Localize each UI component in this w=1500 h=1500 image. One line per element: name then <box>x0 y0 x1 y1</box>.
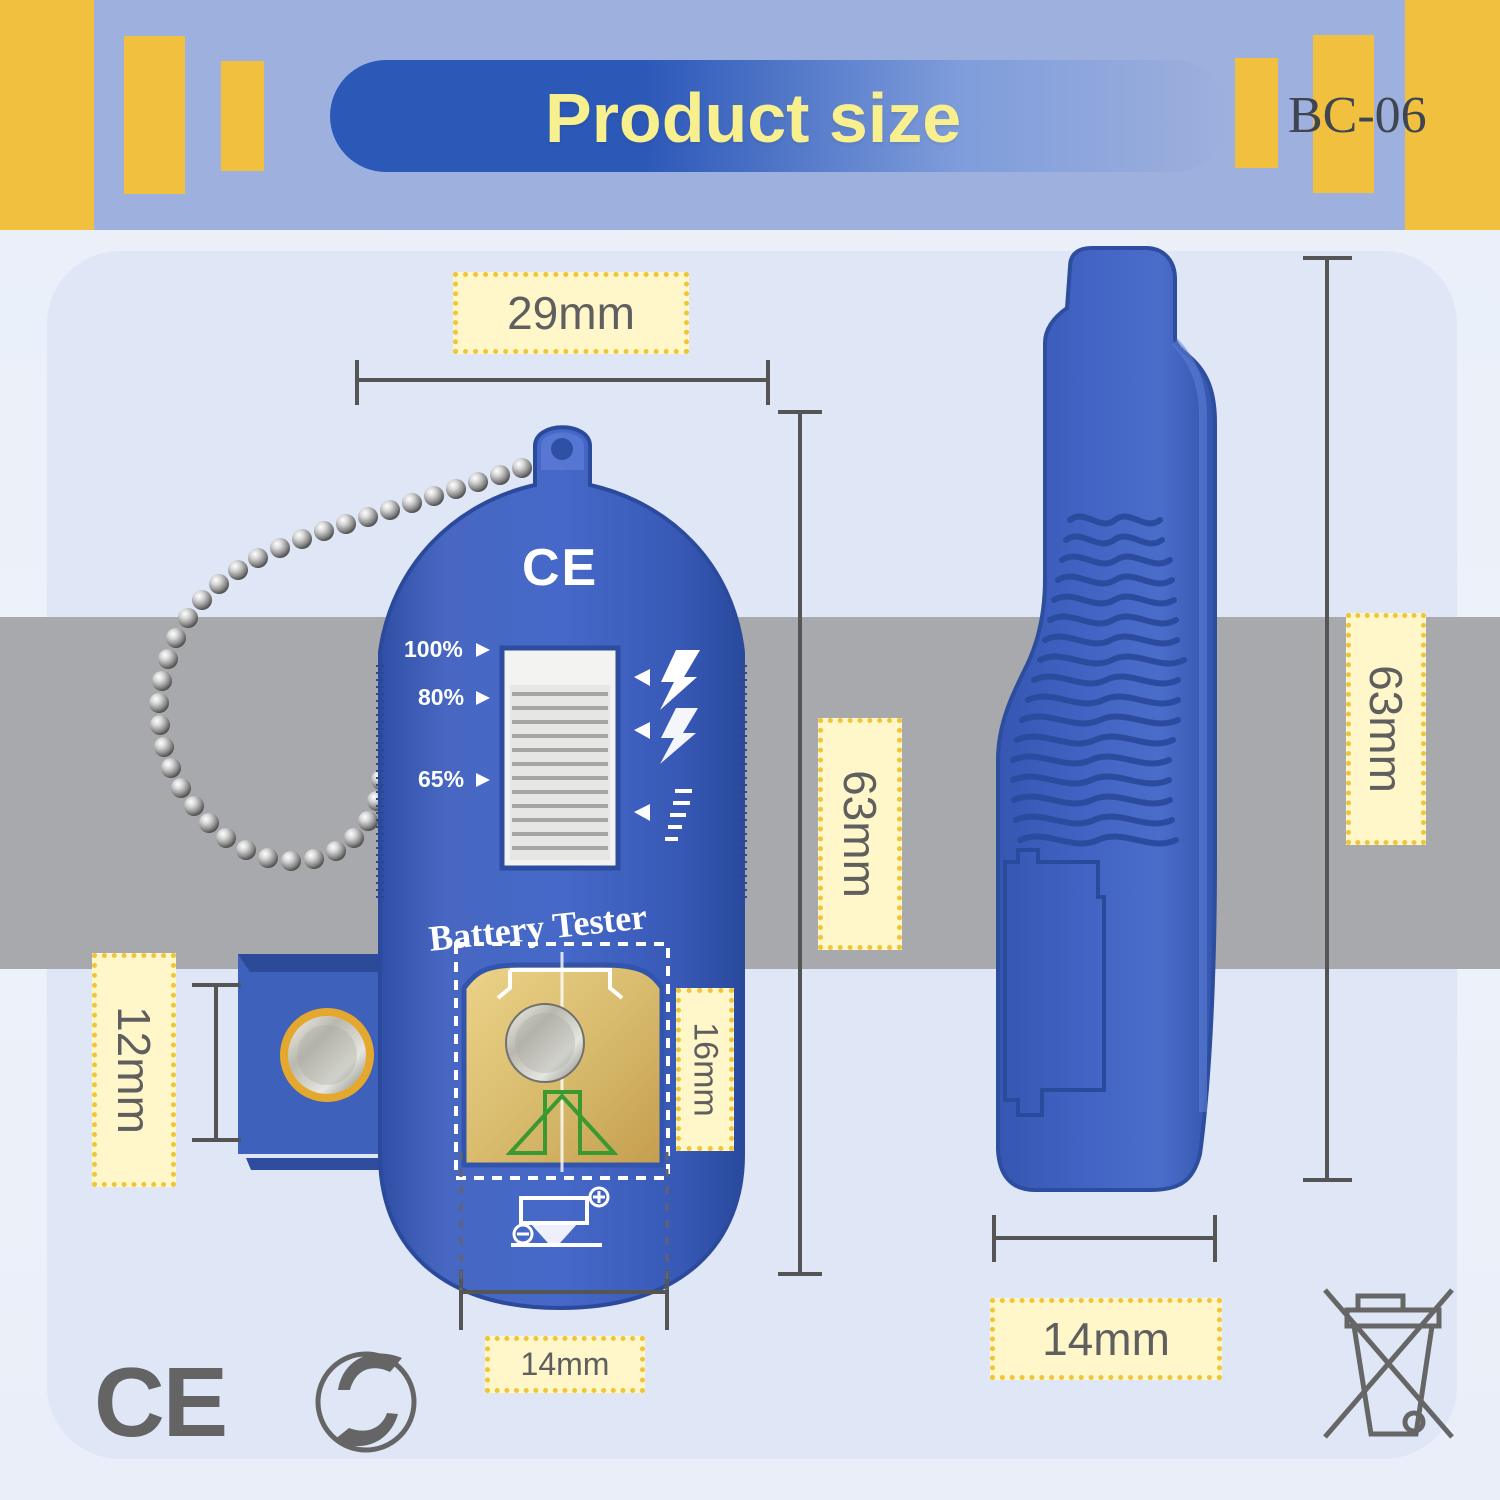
dimension-lines <box>192 256 1352 1330</box>
header-right-yellow-stripe <box>1405 0 1500 230</box>
title-pill <box>330 60 1230 172</box>
crossed-out-bin-icon <box>1323 1288 1454 1439</box>
header-right-yellow-block-large <box>1313 35 1374 193</box>
header-left-yellow-block-large <box>124 36 185 194</box>
level-100-label: 100% <box>404 636 463 662</box>
slot-width-label: 14mm <box>485 1336 645 1393</box>
front-battery-tester <box>376 425 747 1311</box>
slot-guide-lines <box>459 1152 669 1290</box>
front-height-label: 63mm <box>818 718 902 950</box>
header-left-yellow-block-small <box>221 61 264 171</box>
level-65-label: 65% <box>418 766 465 792</box>
battery-height-label: 12mm <box>92 953 176 1187</box>
header-left-yellow-stripe <box>0 0 94 230</box>
grey-background-band <box>0 617 1500 969</box>
level-80-label: 80% <box>418 684 465 710</box>
side-thickness-label: 14mm <box>990 1298 1222 1380</box>
model-code: BC-06 <box>1288 87 1427 144</box>
side-view-battery-tester <box>996 246 1217 1192</box>
slot-height-value: 16mm <box>686 1022 725 1117</box>
battery-height-value: 12mm <box>108 1006 160 1134</box>
recycle-icon <box>315 1351 417 1453</box>
slot-height-label: 16mm <box>676 988 734 1151</box>
header-right-yellow-block-small <box>1235 58 1278 168</box>
slot-width-value: 14mm <box>520 1346 610 1382</box>
ce-icon: CE <box>94 1347 228 1457</box>
device-ce-mark: CE <box>522 539 599 597</box>
front-width-value: 29mm <box>507 287 635 339</box>
front-height-value: 63mm <box>834 770 886 898</box>
side-height-value: 63mm <box>1360 665 1412 793</box>
header-banner: Product size BC-06 <box>0 0 1500 230</box>
side-thickness-value: 14mm <box>1042 1313 1170 1365</box>
front-width-label: 29mm <box>453 272 689 354</box>
side-height-label: 63mm <box>1346 613 1426 845</box>
battery-drawer <box>238 954 390 1170</box>
page-title: Product size <box>545 79 962 157</box>
